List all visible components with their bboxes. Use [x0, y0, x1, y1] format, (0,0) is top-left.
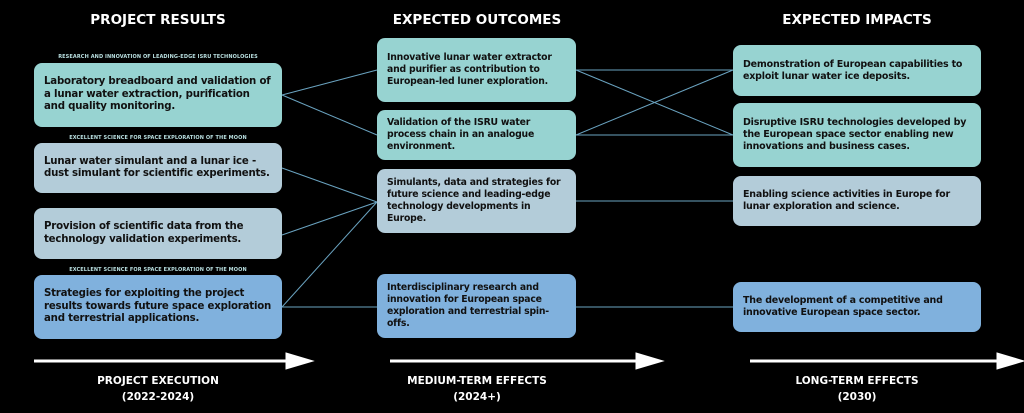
footer-title: PROJECT EXECUTION	[97, 375, 219, 387]
result-box: Provision of scientific data from the te…	[34, 208, 282, 259]
footer-project-execution: PROJECT EXECUTION (2022-2024)	[18, 373, 298, 405]
arrow-head-icon	[285, 352, 315, 370]
category-label: RESEARCH AND INNOVATION OF LEADING-EDGE …	[58, 54, 258, 60]
outcome-box: Innovative lunar water extractor and pur…	[377, 38, 576, 102]
footer-title: MEDIUM-TERM EFFECTS	[407, 375, 547, 387]
impact-box: The development of a competitive and inn…	[733, 282, 981, 332]
result-box: Lunar water simulant and a lunar ice -du…	[34, 143, 282, 193]
outcome-box: Validation of the ISRU water process cha…	[377, 110, 576, 160]
result-box: Strategies for exploiting the project re…	[34, 275, 282, 339]
impact-box: Demonstration of European capabilities t…	[733, 45, 981, 96]
connector	[281, 167, 378, 203]
impact-box: Enabling science activities in Europe fo…	[733, 176, 981, 226]
connector	[281, 69, 378, 96]
footer-long-term: LONG-TERM EFFECTS (2030)	[717, 373, 997, 405]
impact-box: Disruptive ISRU technologies developed b…	[733, 103, 981, 167]
header-expected-impacts: EXPECTED IMPACTS	[782, 12, 932, 28]
arrow-head-icon	[635, 352, 665, 370]
outcome-box: Simulants, data and strategies for futur…	[377, 169, 576, 233]
footer-medium-term: MEDIUM-TERM EFFECTS (2024+)	[337, 373, 617, 405]
category-label: EXCELLENT SCIENCE FOR SPACE EXPLORATION …	[69, 135, 247, 141]
outcome-box: Interdisciplinary research and innovatio…	[377, 274, 576, 338]
connector	[281, 201, 378, 236]
header-project-results: PROJECT RESULTS	[90, 12, 226, 28]
category-label: EXCELLENT SCIENCE FOR SPACE EXPLORATION …	[69, 267, 247, 273]
header-expected-outcomes: EXPECTED OUTCOMES	[392, 12, 562, 28]
connector	[281, 94, 378, 136]
footer-title: LONG-TERM EFFECTS	[795, 375, 919, 387]
footer-period: (2022-2024)	[121, 391, 195, 403]
arrow-head-icon	[996, 352, 1024, 370]
footer-period: (2030)	[837, 391, 877, 403]
connector	[575, 69, 734, 136]
footer-period: (2024+)	[453, 391, 501, 403]
connector	[281, 201, 378, 308]
result-box: Laboratory breadboard and validation of …	[34, 63, 282, 127]
